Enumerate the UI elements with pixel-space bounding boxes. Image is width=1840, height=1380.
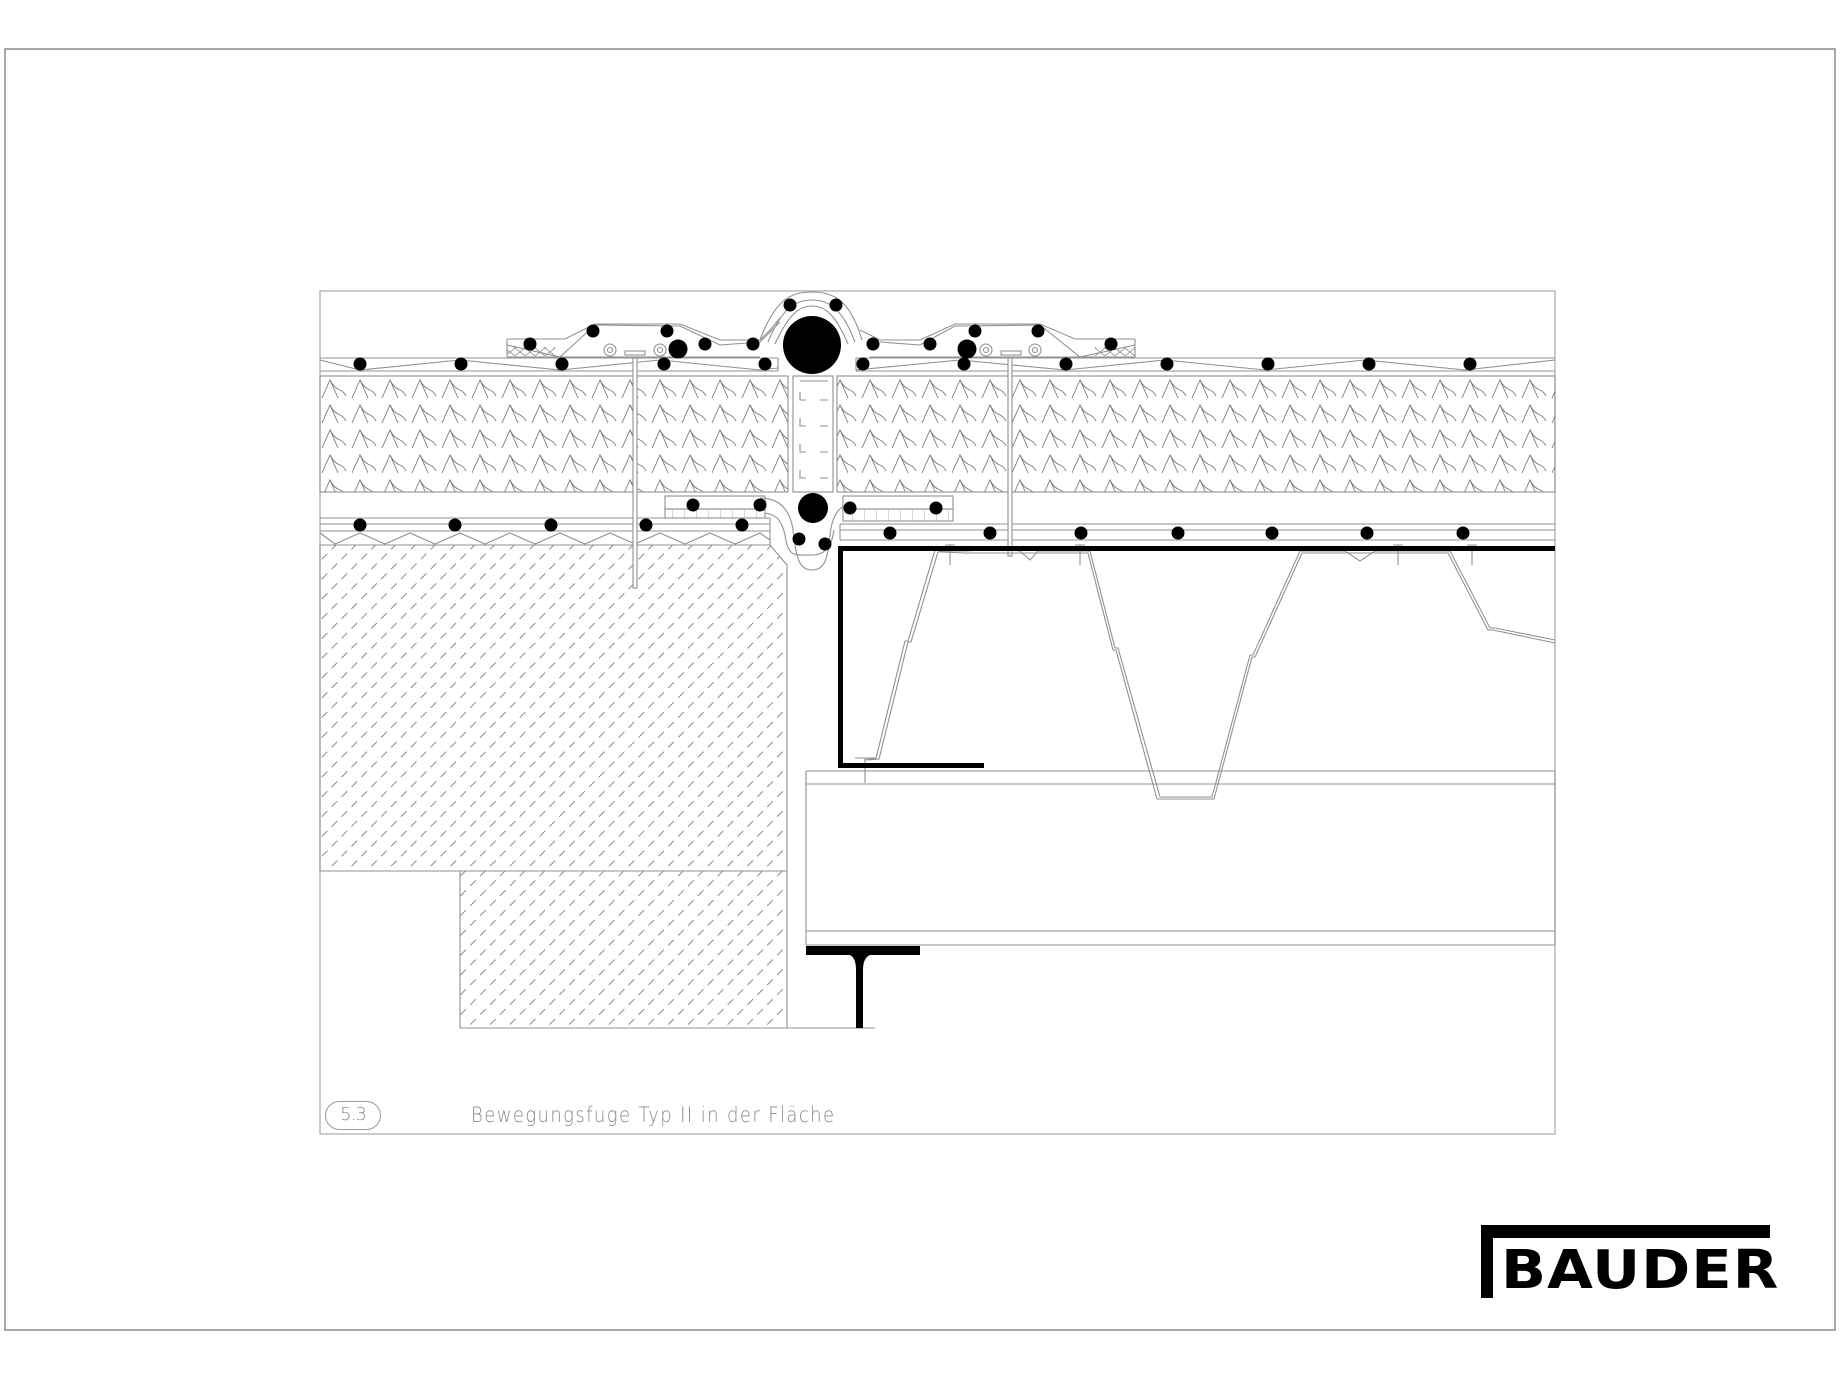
logo-bar-vertical	[1481, 1225, 1493, 1298]
adhesive-dots-vapor	[353, 498, 1470, 551]
adhesive-dots-flaps	[523, 298, 1118, 359]
joint-flap-right	[859, 323, 1136, 358]
detail-number-badge: 5.3	[325, 1101, 381, 1130]
thermal-insulation-left	[319, 375, 789, 493]
outer-frame	[4, 48, 1836, 1331]
joint-filler-marks	[799, 380, 828, 479]
fastener-screw-left	[632, 357, 638, 589]
bauder-logo: BAUDER	[1481, 1225, 1778, 1298]
fastener-screw-right	[1007, 357, 1013, 557]
steel-angle-edge	[838, 546, 1555, 768]
thermal-insulation-right	[836, 375, 1556, 493]
vapor-barrier-left	[319, 517, 771, 546]
drawing-title: Bewegungsfuge Typ II in der Fläche	[471, 1103, 836, 1127]
adhesive-dots-top	[353, 357, 1477, 371]
support-cord-large	[783, 316, 841, 374]
vapor-barrier-right	[839, 495, 1555, 541]
trapezoidal-steel-deck	[855, 544, 1556, 800]
joint-flap-left	[506, 317, 781, 358]
logo-text: BAUDER	[1501, 1238, 1780, 1301]
concrete-slab-upper	[319, 544, 788, 872]
steel-t-section	[806, 946, 920, 1028]
timber-beam	[805, 770, 1556, 946]
joint-cover-strip	[759, 291, 863, 345]
concrete-slab-lower	[459, 870, 788, 1029]
joint-filler	[792, 375, 834, 493]
top-waterproof-membrane	[319, 357, 1556, 372]
logo-bar-horizontal	[1481, 1225, 1770, 1238]
joint-upstand-left	[664, 495, 766, 519]
support-cord-small	[798, 493, 828, 523]
